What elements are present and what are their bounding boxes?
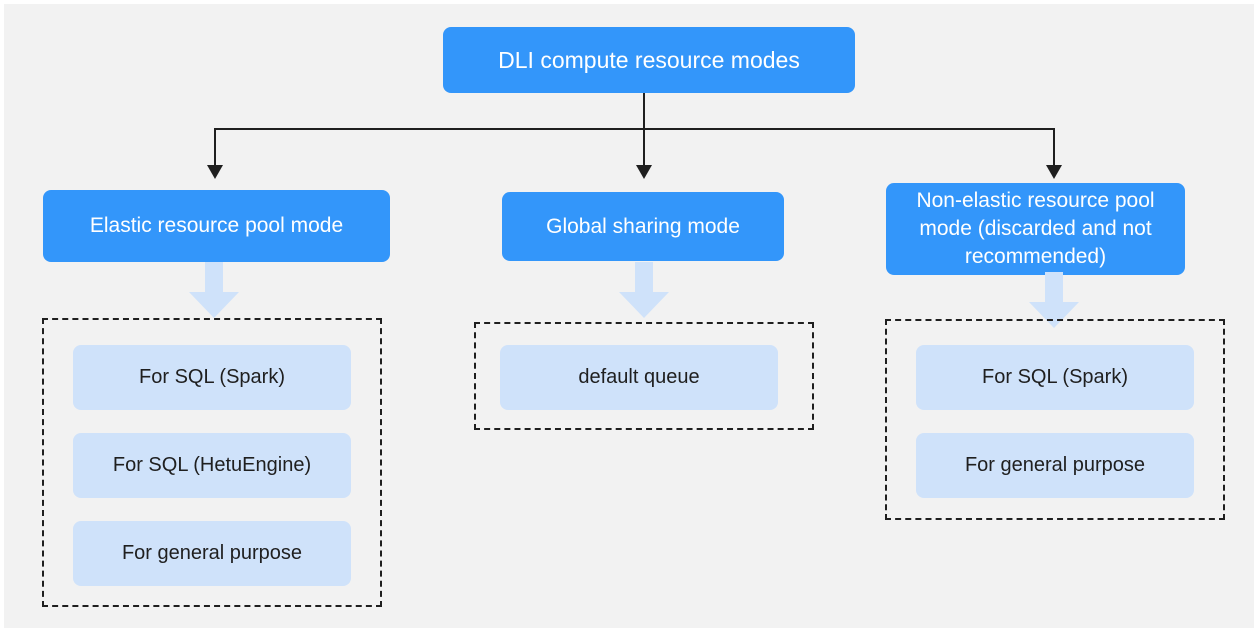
connector-root-stem bbox=[643, 93, 645, 129]
block-arrow-down-icon-left bbox=[185, 262, 243, 320]
group-container-non-elastic-resource-pool-mode bbox=[885, 319, 1225, 520]
list-item: default queue bbox=[500, 345, 778, 410]
block-arrow-down-icon-middle bbox=[615, 262, 673, 320]
list-item-label: default queue bbox=[578, 366, 700, 388]
mode-node-label: Elastic resource pool mode bbox=[89, 214, 344, 238]
root-node-label: DLI compute resource modes bbox=[498, 46, 800, 73]
list-item-label: For SQL (Spark) bbox=[982, 366, 1128, 388]
block-arrow-down-icon-right bbox=[1025, 272, 1083, 330]
connector-horizontal-bus bbox=[214, 128, 1055, 130]
mode-node-elastic-resource-pool-mode: Elastic resource pool mode bbox=[43, 190, 390, 262]
group-container-global-sharing-mode bbox=[474, 322, 814, 430]
list-item: For SQL (Spark) bbox=[73, 345, 351, 410]
list-item-label: For SQL (Spark) bbox=[139, 366, 285, 388]
mode-node-label: Non-elastic resource pool mode (discarde… bbox=[916, 189, 1155, 268]
group-container-elastic-resource-pool-mode bbox=[42, 318, 382, 607]
root-node-dli-compute-resource-modes: DLI compute resource modes bbox=[443, 27, 855, 93]
list-item-label: For general purpose bbox=[121, 542, 303, 564]
list-item: For general purpose bbox=[916, 433, 1194, 498]
arrowhead-icon-middle bbox=[636, 165, 652, 179]
connector-branch-right bbox=[1053, 128, 1055, 166]
list-item: For SQL (HetuEngine) bbox=[73, 433, 351, 498]
mode-node-non-elastic-resource-pool-mode: Non-elastic resource pool mode (discarde… bbox=[886, 183, 1185, 275]
mode-node-global-sharing-mode: Global sharing mode bbox=[502, 192, 784, 261]
arrowhead-icon-left bbox=[207, 165, 223, 179]
list-item-label: For general purpose bbox=[964, 454, 1146, 476]
list-item: For SQL (Spark) bbox=[916, 345, 1194, 410]
list-item-label: For SQL (HetuEngine) bbox=[112, 454, 312, 476]
arrowhead-icon-right bbox=[1046, 165, 1062, 179]
connector-branch-middle bbox=[643, 128, 645, 166]
list-item: For general purpose bbox=[73, 521, 351, 586]
connector-branch-left bbox=[214, 128, 216, 166]
mode-node-label: Global sharing mode bbox=[546, 214, 740, 238]
